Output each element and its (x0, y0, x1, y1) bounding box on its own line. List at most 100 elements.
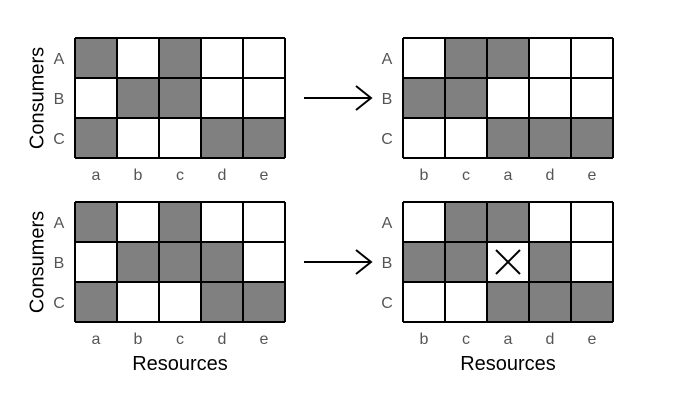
filled-cell (571, 282, 613, 322)
column-label: b (134, 331, 143, 348)
filled-cell (201, 282, 243, 322)
filled-cell (201, 242, 243, 282)
filled-cell (445, 78, 487, 118)
filled-cell (487, 282, 529, 322)
empty-cell (403, 118, 445, 158)
filled-cell (117, 242, 159, 282)
empty-cell (403, 38, 445, 78)
row-label: B (382, 255, 393, 272)
column-label: d (546, 331, 555, 348)
filled-cell (159, 202, 201, 242)
filled-cell (159, 78, 201, 118)
filled-cell (487, 118, 529, 158)
empty-cell (403, 282, 445, 322)
filled-cell (529, 282, 571, 322)
filled-cell (529, 242, 571, 282)
filled-cell (243, 118, 285, 158)
empty-cell (403, 202, 445, 242)
row-label: A (54, 215, 65, 232)
empty-cell (571, 242, 613, 282)
filled-cell (159, 242, 201, 282)
empty-cell (201, 38, 243, 78)
column-label: a (92, 167, 101, 184)
filled-cell (487, 38, 529, 78)
column-label: a (92, 331, 101, 348)
filled-cell (487, 202, 529, 242)
empty-cell (159, 118, 201, 158)
row-label: B (54, 255, 65, 272)
empty-cell (571, 78, 613, 118)
column-label: b (420, 167, 429, 184)
resources-axis-title: Resources (132, 353, 228, 375)
column-label: e (588, 331, 597, 348)
column-label: b (134, 167, 143, 184)
column-label: c (462, 331, 470, 348)
empty-cell (243, 202, 285, 242)
row-label: A (382, 215, 393, 232)
empty-cell (445, 118, 487, 158)
filled-cell (445, 202, 487, 242)
row-label: A (382, 51, 393, 68)
column-label: d (546, 167, 555, 184)
filled-cell (159, 38, 201, 78)
empty-cell (117, 38, 159, 78)
filled-cell (529, 118, 571, 158)
row-label: B (54, 91, 65, 108)
empty-cell (201, 78, 243, 118)
column-label: b (420, 331, 429, 348)
filled-cell (445, 242, 487, 282)
row-label: C (53, 295, 65, 312)
column-label: e (260, 331, 269, 348)
empty-cell (571, 38, 613, 78)
empty-cell (117, 202, 159, 242)
column-label: a (504, 331, 513, 348)
empty-cell (529, 78, 571, 118)
column-label: e (588, 167, 597, 184)
filled-cell (75, 38, 117, 78)
filled-cell (117, 78, 159, 118)
empty-cell (243, 78, 285, 118)
empty-cell (117, 118, 159, 158)
column-label: d (218, 167, 227, 184)
row-label: C (53, 131, 65, 148)
empty-cell (445, 282, 487, 322)
filled-cell (201, 118, 243, 158)
empty-cell (529, 202, 571, 242)
empty-cell (571, 202, 613, 242)
column-label: c (176, 167, 184, 184)
right-arrow-icon (304, 249, 373, 275)
row-label: C (381, 295, 393, 312)
column-label: c (176, 331, 184, 348)
cross-icon (491, 246, 525, 278)
consumers-axis-title: Consumers (26, 47, 48, 149)
filled-cell (243, 282, 285, 322)
empty-cell (75, 242, 117, 282)
filled-cell (571, 118, 613, 158)
column-label: c (462, 167, 470, 184)
column-label: a (504, 167, 513, 184)
grid-panel-top-right: A B Cb c a d e (381, 37, 614, 184)
filled-cell (75, 202, 117, 242)
empty-cell (75, 78, 117, 118)
empty-cell (159, 282, 201, 322)
filled-cell (403, 78, 445, 118)
row-label: C (381, 131, 393, 148)
empty-cell (117, 282, 159, 322)
empty-cell (243, 38, 285, 78)
row-label: A (54, 51, 65, 68)
filled-cell (75, 282, 117, 322)
column-label: d (218, 331, 227, 348)
empty-cell (201, 202, 243, 242)
right-arrow-icon (304, 85, 373, 111)
consumers-axis-title: Consumers (26, 211, 48, 313)
filled-cell (445, 38, 487, 78)
empty-cell (487, 78, 529, 118)
empty-cell (529, 38, 571, 78)
row-label: B (382, 91, 393, 108)
filled-cell (75, 118, 117, 158)
empty-cell (243, 242, 285, 282)
